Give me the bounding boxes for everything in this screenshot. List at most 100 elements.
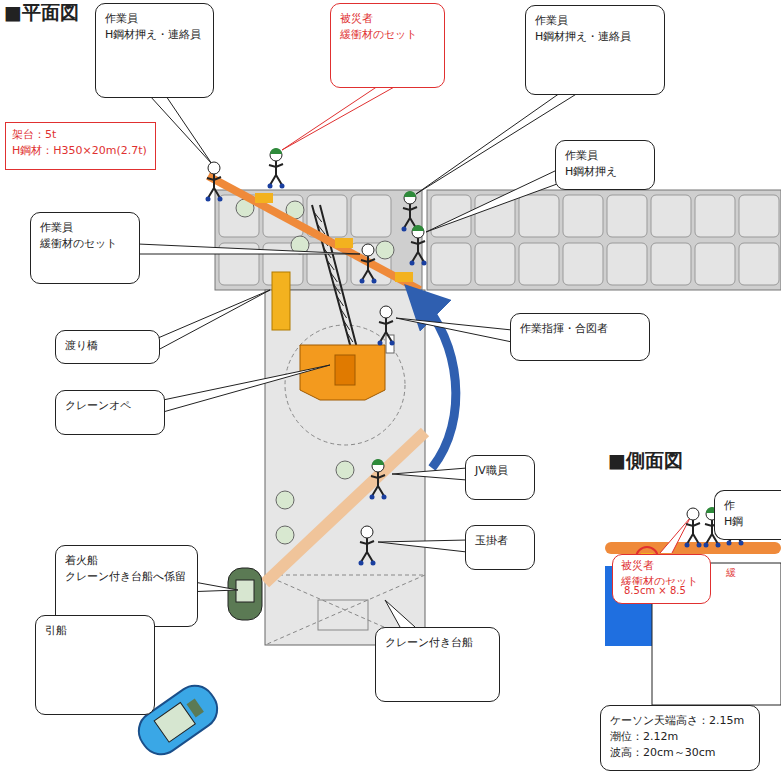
speech-bubble: クレーンオペ bbox=[55, 390, 165, 435]
drawing-stroke bbox=[218, 197, 223, 202]
bubble-text: 波高：20cm～30cm bbox=[610, 745, 750, 761]
drawing-stroke bbox=[372, 459, 384, 465]
drawing-stroke bbox=[236, 580, 254, 602]
drawing-stroke bbox=[382, 495, 387, 500]
drawing-stroke bbox=[336, 461, 354, 479]
bubble-text: 引船 bbox=[45, 623, 145, 639]
drawing-stroke bbox=[370, 459, 387, 500]
drawing-stroke bbox=[716, 543, 721, 548]
drawing-stroke bbox=[359, 526, 376, 566]
drawing-stroke bbox=[607, 195, 647, 237]
drawing-stroke bbox=[158, 290, 270, 350]
spec-plate: 架台：5tH鋼材：H350×20m(2.7t) bbox=[5, 122, 156, 170]
heading: ■側面図 bbox=[606, 448, 685, 474]
drawing-stroke bbox=[739, 541, 744, 546]
drawing-stroke bbox=[282, 86, 396, 150]
drawing-stroke bbox=[265, 432, 425, 583]
speech-bubble: 作業員H鋼材押え・連絡員 bbox=[95, 3, 214, 98]
bubble-text: 緩衝材のセット bbox=[40, 236, 130, 252]
drawing-stroke bbox=[605, 542, 781, 554]
drawing-stroke bbox=[519, 195, 559, 237]
drawing-stroke bbox=[330, 272, 337, 282]
drawing-stroke bbox=[312, 205, 358, 352]
h-beam bbox=[208, 176, 420, 290]
drawing-stroke bbox=[351, 195, 391, 237]
drawing-stroke bbox=[422, 261, 427, 266]
speech-bubble: 渡り橋 bbox=[55, 330, 160, 364]
drawing-stroke bbox=[685, 508, 702, 548]
drawing-stroke bbox=[347, 332, 353, 342]
drawing-stroke bbox=[563, 243, 603, 285]
drawing-stroke bbox=[327, 260, 334, 270]
drawing-stroke bbox=[687, 534, 699, 544]
drawing-stroke bbox=[208, 188, 220, 198]
bubble-text: JV職員 bbox=[475, 463, 525, 479]
drawing-stroke bbox=[685, 543, 690, 548]
drawing-stroke bbox=[371, 475, 385, 478]
drawing-stroke bbox=[372, 486, 384, 496]
bubble-text: H鋼材押え・連絡員 bbox=[105, 27, 204, 43]
drawing-stroke bbox=[370, 495, 375, 500]
drawing-stroke bbox=[270, 149, 282, 161]
bubble-text: H鋼材：H350×20m(2.7t) bbox=[12, 143, 149, 159]
drawing-stroke bbox=[269, 164, 283, 167]
bubble-text: H鋼材押え bbox=[565, 164, 645, 180]
drawing-stroke bbox=[372, 279, 377, 284]
drawing-stroke bbox=[270, 148, 282, 154]
dimension: 8.5cm × 8.5 bbox=[622, 585, 688, 596]
cushion bbox=[395, 272, 413, 282]
ignition-boat bbox=[228, 568, 262, 620]
victim-bubble: 被災者緩衝材のセット bbox=[330, 3, 445, 88]
drawing-stroke bbox=[276, 491, 294, 509]
bridge bbox=[272, 272, 290, 330]
cushion bbox=[335, 238, 353, 248]
speech-bubble: 作H鋼 bbox=[714, 490, 781, 540]
bubble-text: 作業員 bbox=[40, 220, 130, 236]
drawing-stroke bbox=[519, 243, 559, 285]
side-view bbox=[605, 542, 781, 705]
drawing-stroke bbox=[360, 541, 374, 544]
drawing-stroke bbox=[187, 699, 204, 718]
cushion bbox=[255, 193, 273, 203]
drawing-stroke bbox=[378, 306, 395, 346]
speech-bubble: 作業指揮・合図者 bbox=[510, 313, 650, 361]
drawing-stroke bbox=[362, 244, 374, 256]
drawing-stroke bbox=[475, 243, 515, 285]
bubble-text: 潮位：2.12m bbox=[610, 729, 750, 745]
drawing-stroke bbox=[739, 195, 779, 237]
drawing-stroke bbox=[314, 212, 322, 222]
drawing-stroke bbox=[404, 191, 416, 197]
drawing-stroke bbox=[651, 243, 691, 285]
bubble-text: H鋼材押え・連絡員 bbox=[535, 29, 655, 45]
drawing-stroke bbox=[563, 195, 603, 237]
drawing-stroke bbox=[206, 162, 223, 202]
drawing-stroke bbox=[361, 552, 373, 562]
drawing-stroke bbox=[651, 195, 691, 237]
drawing-stroke bbox=[607, 243, 647, 285]
drawing-stroke bbox=[427, 190, 781, 290]
speech-bubble: ケーソン天端高さ：2.15m潮位：2.12m波高：20cm～30cm bbox=[600, 705, 760, 771]
victim-bubble: 被災者緩衝材のセット bbox=[612, 554, 711, 604]
material-label: 緩 bbox=[724, 566, 738, 580]
drawing-stroke bbox=[695, 195, 735, 237]
drawing-stroke bbox=[268, 184, 273, 189]
bubble-text: クレーン付き台船 bbox=[385, 635, 490, 651]
bubble-text: 作 bbox=[724, 498, 772, 514]
drawing-stroke bbox=[426, 170, 557, 232]
drawing-stroke bbox=[378, 540, 467, 552]
drawing-stroke bbox=[404, 192, 416, 204]
speech-bubble: 作業員H鋼材押え bbox=[555, 140, 655, 190]
speech-bubble: 作業員緩衝材のセット bbox=[30, 212, 140, 284]
drawing-stroke bbox=[285, 325, 405, 445]
drawing-stroke bbox=[228, 568, 262, 620]
bubble-text: 着火船 bbox=[65, 553, 188, 569]
drawing-stroke bbox=[402, 227, 407, 232]
drawing-stroke bbox=[727, 541, 732, 546]
drawing-stroke bbox=[138, 244, 360, 254]
heading: ■平面図 bbox=[4, 0, 79, 26]
drawing-stroke bbox=[207, 177, 221, 180]
drawing-stroke bbox=[704, 543, 709, 548]
bubble-text: 渡り橋 bbox=[65, 338, 150, 354]
drawing-stroke bbox=[380, 306, 392, 318]
bubble-text: 被災者 bbox=[621, 558, 702, 574]
